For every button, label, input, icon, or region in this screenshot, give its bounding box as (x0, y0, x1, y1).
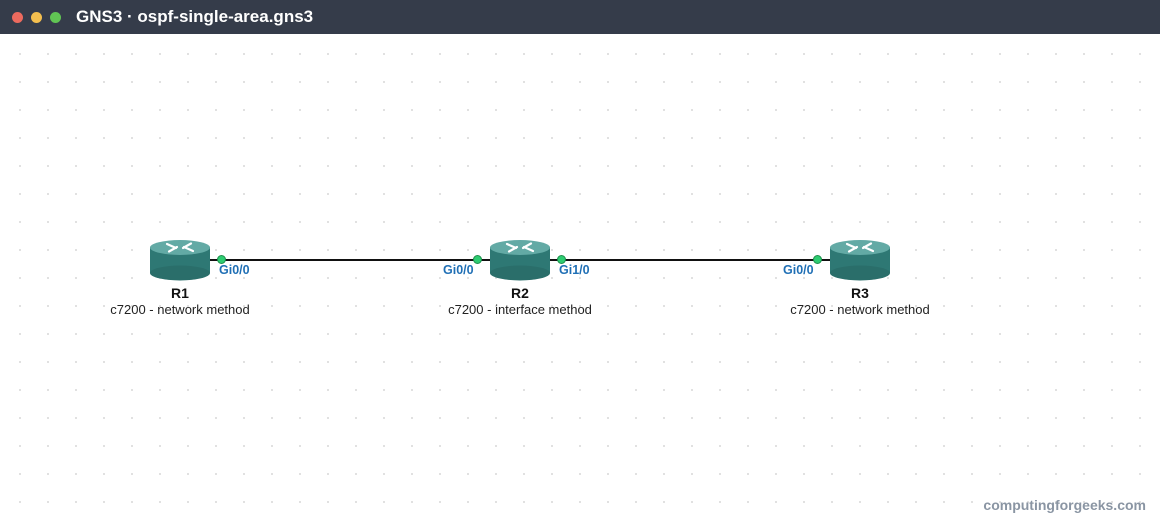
node-description-r3: c7200 - network method (790, 302, 930, 317)
port-label-r3-gi0-0: Gi0/0 (783, 263, 814, 277)
port-status-r1-gi0-0 (217, 255, 226, 264)
router-icon[interactable] (149, 239, 211, 281)
port-label-r2-gi0-0: Gi0/0 (443, 263, 474, 277)
port-label-r1-gi0-0: Gi0/0 (219, 263, 250, 277)
zoom-window-button[interactable] (50, 12, 61, 23)
window-title: GNS3 · ospf-single-area.gns3 (76, 7, 314, 26)
node-description-r1: c7200 - network method (110, 302, 250, 317)
close-window-button[interactable] (12, 12, 23, 23)
minimize-window-button[interactable] (31, 12, 42, 23)
port-label-r2-gi1-0: Gi1/0 (559, 263, 590, 277)
router-icon[interactable] (489, 239, 551, 281)
link-r2-r3[interactable] (520, 259, 860, 261)
node-name-r2: R2 (511, 285, 529, 301)
node-name-r1: R1 (171, 285, 189, 301)
router-icon[interactable] (829, 239, 891, 281)
port-status-r3-gi0-0 (813, 255, 822, 264)
link-r1-r2[interactable] (180, 259, 520, 261)
watermark: computingforgeeks.com (983, 497, 1146, 513)
topology-canvas[interactable]: Gi0/0 Gi0/0 Gi1/0 Gi0/0 R1 R2 R3 c7200 -… (0, 34, 1160, 520)
port-status-r2-gi1-0 (557, 255, 566, 264)
node-description-r2: c7200 - interface method (448, 302, 592, 317)
window-titlebar: GNS3 · ospf-single-area.gns3 (0, 0, 1160, 34)
node-name-r3: R3 (851, 285, 869, 301)
port-status-r2-gi0-0 (473, 255, 482, 264)
